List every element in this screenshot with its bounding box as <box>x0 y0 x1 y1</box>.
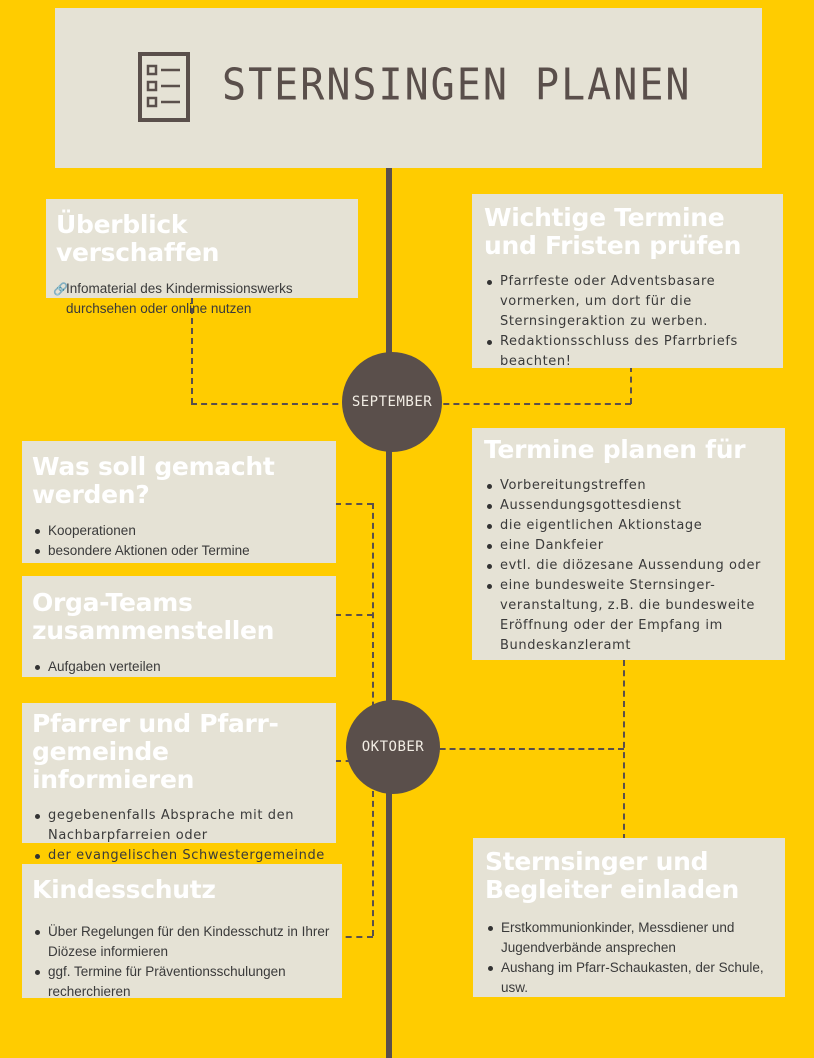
card-list: Pfarrfeste oder Adventsbasare vormerken,… <box>484 272 771 372</box>
card-was-soll: Was soll gemacht werden? Kooperationen b… <box>22 441 336 563</box>
list-item: Aushang im Pfarr-Schaukasten, der Schule… <box>485 958 773 998</box>
card-list: Aufgaben verteilen <box>32 657 326 677</box>
list-item: Pfarrfeste oder Adventsbasare vormerken,… <box>484 272 771 332</box>
card-list: Erstkommunionkinder, Messdiener und Juge… <box>485 918 773 998</box>
list-item: die eigentlichen Aktionstage <box>484 516 773 536</box>
card-title: Termine planen für <box>484 435 746 464</box>
timeline-line <box>386 168 392 1058</box>
card-pfarrer: Pfarrer und Pfarr-gemeinde informieren g… <box>22 703 336 863</box>
list-item: besondere Aktionen oder Termine <box>32 541 326 561</box>
card-kindesschutz: Kindesschutz Über Regelungen für den Kin… <box>22 864 342 999</box>
card-termine-planen: Termine planen für Vorbereitungstreffen … <box>472 428 785 660</box>
link-icon: 🔗 <box>53 282 68 296</box>
card-ueberblick: Überblick verschaffen 🔗 Infomaterial des… <box>46 199 358 316</box>
card-list: gegebenenfalls Absprache mit den Nachbar… <box>32 806 326 866</box>
month-oktober: OKTOBER <box>346 700 440 794</box>
month-label: SEPTEMBER <box>351 394 433 410</box>
card-title: Kindesschutz <box>32 875 216 904</box>
card-title: Orga-Teams zusammenstellen <box>32 588 275 645</box>
connector <box>400 748 624 750</box>
card-title: Pfarrer und Pfarr-gemeinde informieren <box>32 709 279 794</box>
list-item: Über Regelungen für den Kindesschutz in … <box>32 922 332 962</box>
card-title: Was soll gemacht werden? <box>32 452 275 509</box>
card-title: Wichtige Termine und Fristen prüfen <box>484 203 742 260</box>
card-list: Vorbereitungstreffen Aussendungsgottesdi… <box>484 476 773 656</box>
connector <box>335 936 373 938</box>
month-september: SEPTEMBER <box>342 352 442 452</box>
month-label: OKTOBER <box>361 739 425 755</box>
list-item: Redaktionsschluss des Pfarrbriefs beacht… <box>484 332 771 372</box>
infomaterial-link[interactable]: Infomaterial des Kindermissionswerks dur… <box>66 281 293 316</box>
list-item: gegebenenfalls Absprache mit den Nachbar… <box>32 806 326 846</box>
connector <box>335 503 373 505</box>
list-item: evtl. die diözesane Aussendung oder <box>484 556 773 576</box>
list-item: Kooperationen <box>32 521 326 541</box>
connector <box>335 614 373 616</box>
card-sternsinger: Sternsinger und Begleiter einladen Erstk… <box>473 838 785 997</box>
card-list: Über Regelungen für den Kindesschutz in … <box>32 922 332 1002</box>
connector <box>630 366 632 404</box>
list-item: eine Dankfeier <box>484 536 773 556</box>
header-banner <box>55 8 762 168</box>
list-item: Vorbereitungstreffen <box>484 476 773 496</box>
card-orga-teams: Orga-Teams zusammenstellen Aufgaben vert… <box>22 576 336 677</box>
card-title: Sternsinger und Begleiter einladen <box>485 847 739 904</box>
checklist-icon <box>138 52 190 122</box>
card-list: Kooperationen besondere Aktionen oder Te… <box>32 521 326 561</box>
page-title: STERNSINGEN PLANEN <box>222 59 692 111</box>
card-termine-fristen: Wichtige Termine und Fristen prüfen Pfar… <box>472 194 783 369</box>
connector <box>191 298 193 404</box>
list-item: Erstkommunionkinder, Messdiener und Juge… <box>485 918 773 958</box>
list-item: Aufgaben verteilen <box>32 657 326 677</box>
card-title: Überblick verschaffen <box>56 210 220 267</box>
list-item: ggf. Termine für Präventionsschulungen r… <box>32 962 332 1002</box>
list-item: eine bundesweite Sternsinger-veranstaltu… <box>484 576 773 656</box>
connector <box>623 660 625 840</box>
list-item: der evangelischen Schwestergemeinde <box>32 846 326 866</box>
list-item: Aussendungsgottesdienst <box>484 496 773 516</box>
